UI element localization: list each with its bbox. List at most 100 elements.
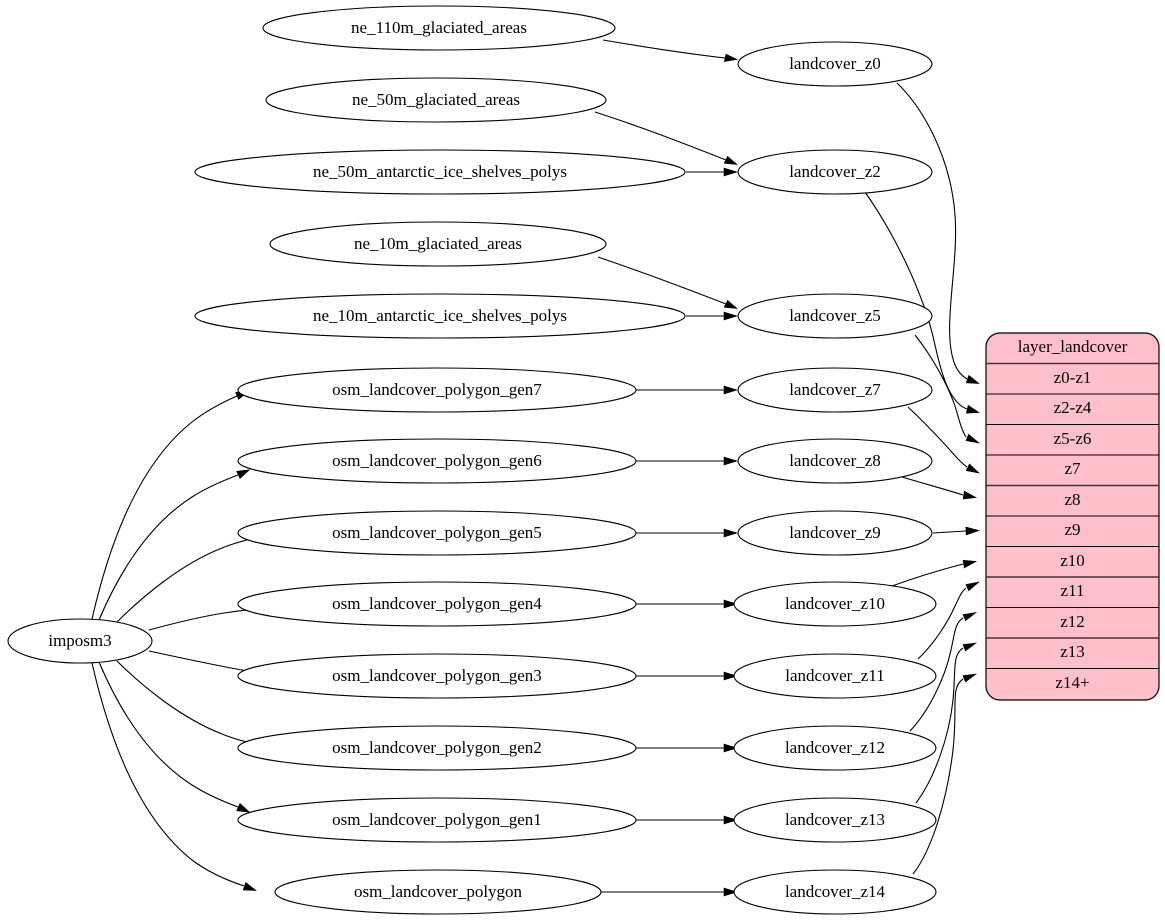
node-osm-landcover-polygon[interactable]: osm_landcover_polygon (274, 869, 602, 915)
node-label: landcover_z0 (789, 54, 881, 73)
table-row-z8[interactable]: z8 (1064, 490, 1080, 509)
node-ellipse[interactable] (737, 293, 933, 339)
node-ellipse[interactable] (737, 367, 933, 413)
arrowhead-polygon-z14 (723, 887, 739, 897)
node-label: landcover_z12 (785, 738, 885, 757)
node-landcover-z7[interactable]: landcover_z7 (737, 367, 933, 413)
node-ellipse[interactable] (237, 653, 637, 699)
node-ellipse[interactable] (269, 221, 607, 267)
edge-imposm3-to-gen1 (98, 661, 239, 808)
node-label: osm_landcover_polygon (354, 882, 523, 901)
node-ne-110m-glaciated-areas[interactable]: ne_110m_glaciated_areas (262, 5, 616, 51)
node-label: landcover_z14 (785, 882, 886, 901)
node-label: landcover_z8 (789, 451, 881, 470)
table-row-z9[interactable]: z9 (1064, 520, 1080, 539)
edge-z2-to-row-z2z4 (864, 191, 968, 410)
arrowhead-z11-row8 (965, 581, 981, 592)
node-ellipse[interactable] (265, 77, 607, 123)
table-row-z12[interactable]: z12 (1060, 612, 1085, 631)
edge-imposm3-to-gen7 (91, 395, 238, 620)
node-ellipse[interactable] (733, 869, 937, 915)
table-row-z2z4[interactable]: z2-z4 (1054, 398, 1092, 417)
node-label: landcover_z10 (785, 594, 885, 613)
node-landcover-z8[interactable]: landcover_z8 (737, 438, 933, 484)
node-ellipse[interactable] (237, 581, 637, 627)
node-ellipse[interactable] (733, 725, 937, 771)
table-row-z0z1[interactable]: z0-z1 (1054, 368, 1092, 387)
node-osm-landcover-polygon-gen7[interactable]: osm_landcover_polygon_gen7 (237, 367, 637, 413)
edge-z5-to-row-z5z6 (914, 334, 967, 438)
table-row-z5z6[interactable]: z5-z6 (1054, 429, 1092, 448)
node-ne-50m-glaciated-areas[interactable]: ne_50m_glaciated_areas (265, 77, 607, 123)
node-ellipse[interactable] (237, 725, 637, 771)
node-ellipse[interactable] (737, 438, 933, 484)
node-label: ne_10m_antarctic_ice_shelves_polys (313, 306, 567, 325)
node-ellipse[interactable] (237, 510, 637, 556)
edge-ne10mglac-to-z5 (597, 256, 727, 305)
node-label: osm_landcover_polygon_gen6 (332, 451, 542, 470)
arrowhead-gen4-z10 (723, 599, 739, 609)
node-ellipse[interactable] (194, 149, 686, 195)
node-ellipse[interactable] (733, 653, 937, 699)
arrowhead-imposm3-gen6 (236, 469, 251, 479)
node-ne-50m-antarctic-ice-shelves-polys[interactable]: ne_50m_antarctic_ice_shelves_polys (194, 149, 686, 195)
node-landcover-z11[interactable]: landcover_z11 (733, 653, 937, 699)
node-osm-landcover-polygon-gen2[interactable]: osm_landcover_polygon_gen2 (237, 725, 637, 771)
node-label: ne_50m_glaciated_areas (352, 90, 520, 109)
edge-z12-to-row-z12 (909, 617, 964, 732)
node-ellipse[interactable] (194, 293, 686, 339)
arrowhead-ne50mglac-z2 (723, 155, 738, 165)
table-row-z14plus[interactable]: z14+ (1055, 673, 1089, 692)
arrowhead-z13-row10 (962, 642, 978, 652)
node-osm-landcover-polygon-gen5[interactable]: osm_landcover_polygon_gen5 (237, 510, 637, 556)
node-label: landcover_z13 (785, 810, 885, 829)
node-ne-10m-antarctic-ice-shelves-polys[interactable]: ne_10m_antarctic_ice_shelves_polys (194, 293, 686, 339)
node-label: ne_10m_glaciated_areas (354, 234, 522, 253)
edge-z10-to-row-z10 (891, 563, 964, 587)
table-row-z11[interactable]: z11 (1061, 581, 1085, 600)
arrowhead-z5-row3 (965, 433, 981, 444)
node-osm-landcover-polygon-gen1[interactable]: osm_landcover_polygon_gen1 (237, 797, 637, 843)
table-row-z10[interactable]: z10 (1060, 551, 1085, 570)
node-ellipse[interactable] (733, 797, 937, 843)
arrowhead-gen7-z7 (723, 385, 739, 395)
node-ellipse[interactable] (737, 149, 933, 195)
landcover-view-nodes: landcover_z0 landcover_z2 landcover_z5 l… (733, 41, 937, 915)
node-ellipse[interactable] (237, 367, 637, 413)
edge-z14-to-row-z14plus (912, 678, 964, 875)
node-label: osm_landcover_polygon_gen4 (332, 594, 542, 613)
node-label: landcover_z11 (785, 666, 884, 685)
node-ellipse[interactable] (733, 581, 937, 627)
table-row-z13[interactable]: z13 (1060, 642, 1085, 661)
node-osm-landcover-polygon-gen3[interactable]: osm_landcover_polygon_gen3 (237, 653, 637, 699)
node-landcover-z14[interactable]: landcover_z14 (733, 869, 937, 915)
edge-z0-to-row-z0z1 (896, 82, 968, 380)
node-osm-landcover-polygon-gen6[interactable]: osm_landcover_polygon_gen6 (237, 438, 637, 484)
node-imposm3[interactable]: imposm3 (7, 618, 153, 664)
node-ellipse[interactable] (7, 618, 153, 664)
arrowhead-gen6-z8 (723, 456, 739, 466)
arrowhead-gen5-z9 (723, 528, 739, 538)
node-ellipse[interactable] (237, 797, 637, 843)
node-landcover-z5[interactable]: landcover_z5 (737, 293, 933, 339)
node-landcover-z0[interactable]: landcover_z0 (737, 41, 933, 87)
node-ne-10m-glaciated-areas[interactable]: ne_10m_glaciated_areas (269, 221, 607, 267)
node-osm-landcover-polygon-gen4[interactable]: osm_landcover_polygon_gen4 (237, 581, 637, 627)
node-label: osm_landcover_polygon_gen7 (332, 380, 542, 399)
edge-imposm3-to-gen2 (116, 660, 260, 746)
node-ellipse[interactable] (274, 869, 602, 915)
table-row-z7[interactable]: z7 (1064, 459, 1081, 478)
node-ellipse[interactable] (737, 41, 933, 87)
node-ellipse[interactable] (237, 438, 637, 484)
layer-landcover-table[interactable]: layer_landcover z0-z1 z2-z4 z5-z6 z7 z8 … (985, 332, 1160, 701)
node-landcover-z2[interactable]: landcover_z2 (737, 149, 933, 195)
node-landcover-z9[interactable]: landcover_z9 (737, 510, 933, 556)
arrowhead-z14-row11 (962, 673, 978, 683)
node-landcover-z12[interactable]: landcover_z12 (733, 725, 937, 771)
node-ellipse[interactable] (737, 510, 933, 556)
node-ellipse[interactable] (262, 5, 616, 51)
edge-z8-to-row-z8 (901, 476, 964, 496)
node-landcover-z13[interactable]: landcover_z13 (733, 797, 937, 843)
node-landcover-z10[interactable]: landcover_z10 (733, 581, 937, 627)
